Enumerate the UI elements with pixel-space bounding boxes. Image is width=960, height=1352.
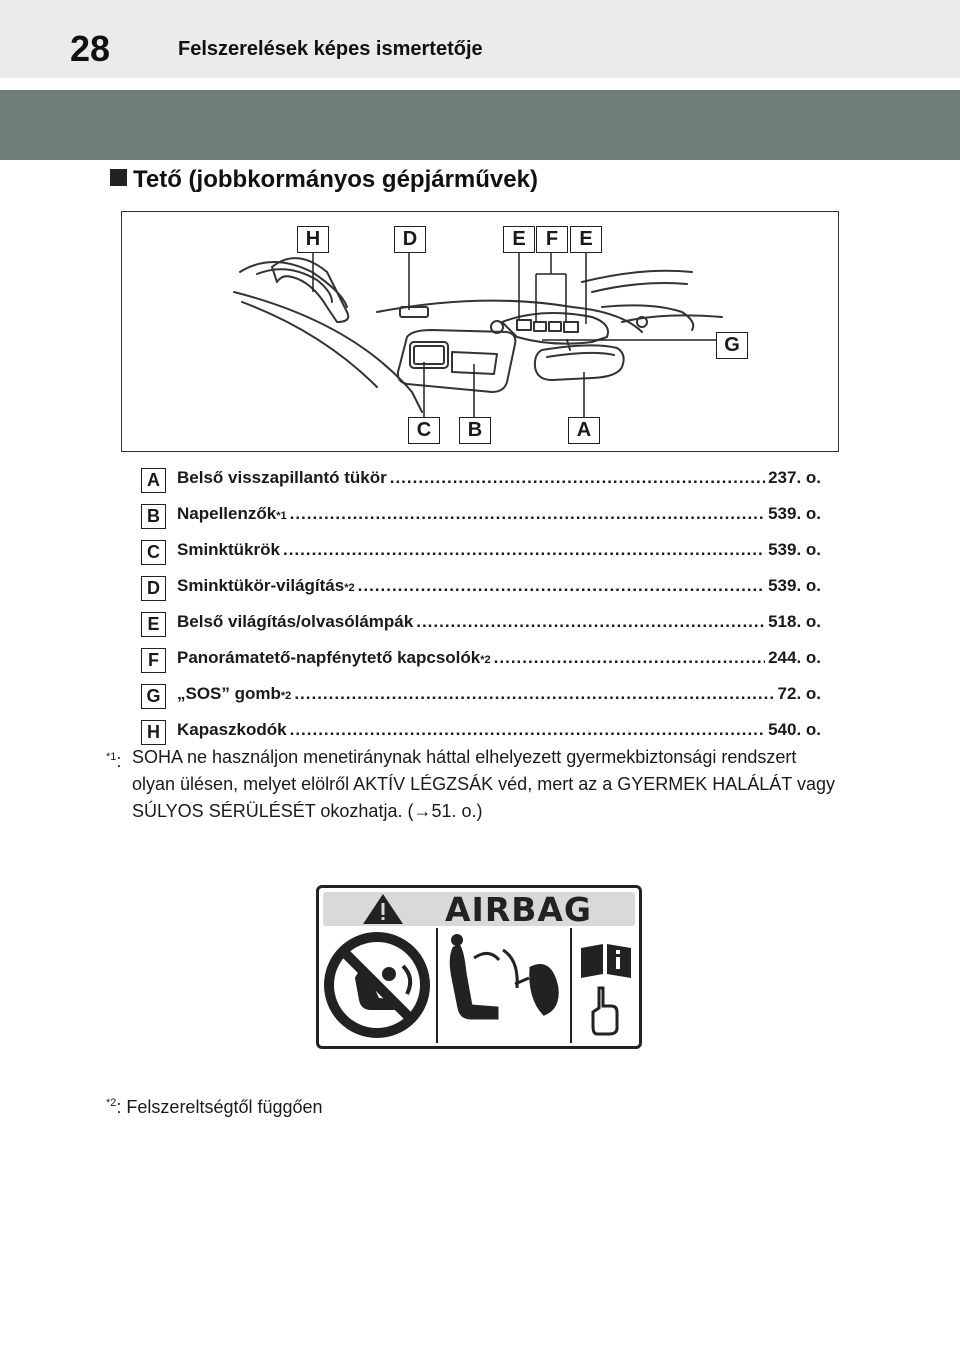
item-page: 539. o. [768,576,821,595]
list-item-g: G „SOS” gomb*272. o. [141,680,821,716]
callout-h: H [297,226,329,253]
item-page: 539. o. [768,504,821,523]
item-letter: D [141,576,166,601]
airbag-warning-label: AIRBAG [316,885,642,1049]
item-page: 539. o. [768,540,821,559]
item-page: 72. o. [777,684,821,703]
callout-a: A [568,417,600,444]
item-page: 237. o. [768,468,821,487]
manual-book-icon [581,944,631,978]
item-label: „SOS” gomb [177,684,281,703]
list-item-h: H Kapaszkodók 540. o. [141,716,821,752]
item-letter: E [141,612,166,637]
footnote-2-text: Felszereltségtől függően [126,1097,323,1117]
callout-e-left: E [503,226,535,253]
no-child-seat-icon [324,932,430,1038]
airbag-text: AIRBAG [445,890,593,929]
callout-c: C [408,417,440,444]
header-band [0,90,960,160]
roof-illustration: H D E F E G C B A [121,211,839,452]
footnote-1-text: SOHA ne használjon menetiránynak háttal … [132,747,835,821]
list-item-b: B Napellenzők*1539. o. [141,500,821,536]
warning-triangle-icon [363,894,403,924]
section-square-icon [110,169,127,186]
airbag-pictograms [324,894,631,1043]
footnote-2: *2: Felszereltségtől függően [106,1097,323,1117]
item-label: Belső visszapillantó tükör [177,468,387,487]
callout-d: D [394,226,426,253]
seat-airbag-icon [449,934,559,1020]
header-bar: 28 Felszerelések képes ismertetője [0,0,960,78]
item-letter: F [141,648,166,673]
list-item-a: A Belső visszapillantó tükör 237. o. [141,464,821,500]
item-letter: C [141,540,166,565]
hand-pointing-icon [591,986,619,1036]
footnote-2-mark: *2 [106,1097,117,1109]
item-letter: H [141,720,166,745]
item-label: Sminktükör-világítás [177,576,345,595]
list-item-e: E Belső világítás/olvasólámpák 518. o. [141,608,821,644]
item-label: Napellenzők [177,504,277,523]
item-label: Belső világítás/olvasólámpák [177,612,414,631]
list-item-f: F Panorámatető-napfénytető kapcsolók*224… [141,644,821,680]
item-letter: B [141,504,166,529]
callout-f: F [536,226,568,253]
item-list: A Belső visszapillantó tükör 237. o. B Na… [141,464,821,752]
list-item-c: C Sminktükrök 539. o. [141,536,821,572]
header-title: Felszerelések képes ismertetője [178,38,483,60]
item-label: Kapaszkodók [177,720,287,739]
item-label: Panorámatető-napfénytető kapcsolók [177,648,481,667]
item-letter: G [141,684,166,709]
section-title-text: Tető (jobbkormányos gépjárművek) [133,166,538,193]
footnote-1-mark: *1 [106,751,117,763]
section-title: Tető (jobbkormányos gépjárművek) [110,166,538,194]
item-page: 540. o. [768,720,821,739]
callout-e-right: E [570,226,602,253]
list-item-d: D Sminktükör-világítás*2539. o. [141,572,821,608]
item-page: 518. o. [768,612,821,631]
roof-drawing [233,252,723,417]
item-page: 244. o. [768,648,821,667]
footnote-1: *1: SOHA ne használjon menetiránynak hát… [106,744,836,825]
item-letter: A [141,468,166,493]
callout-b: B [459,417,491,444]
page-number: 28 [70,28,111,69]
item-label: Sminktükrök [177,540,280,559]
callout-g: G [716,332,748,359]
